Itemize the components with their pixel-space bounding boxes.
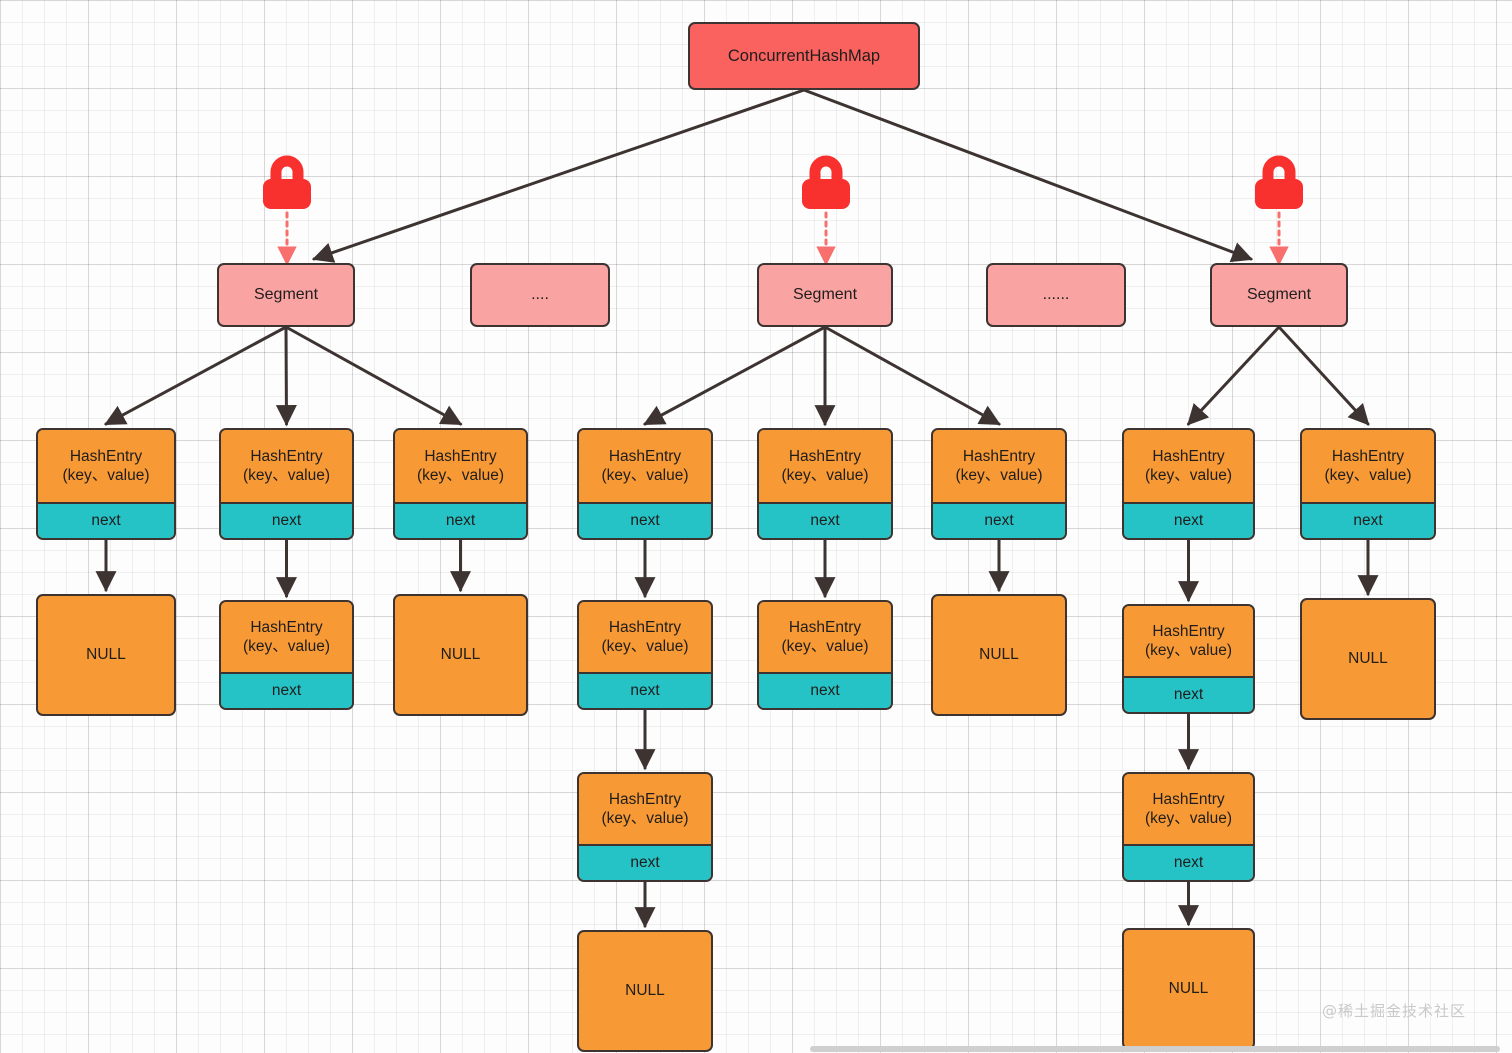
- hashentry-label: HashEntry (key、value): [759, 602, 891, 672]
- hashentry-next-label[interactable]: next: [579, 672, 711, 708]
- hashentry-node: HashEntry (key、value)next: [577, 428, 713, 540]
- watermark: @稀土掘金技术社区: [1322, 1002, 1467, 1020]
- hashentry-label: HashEntry (key、value): [1302, 430, 1434, 502]
- segment-node-1[interactable]: Segment: [217, 263, 355, 327]
- root-node-concurrenthashmap: ConcurrentHashMap: [688, 22, 920, 90]
- null-label: NULL: [1348, 650, 1388, 668]
- hashentry-node: HashEntry (key、value)next: [931, 428, 1067, 540]
- hashentry-node: HashEntry (key、value)next: [1122, 428, 1255, 540]
- null-label: NULL: [86, 646, 126, 664]
- hashentry-label: HashEntry (key、value): [579, 774, 711, 844]
- hashentry-node: HashEntry (key、value)next: [36, 428, 176, 540]
- null-node: NULL: [393, 594, 528, 716]
- segment-label: Segment: [253, 286, 319, 303]
- segment-label: Segment: [1246, 286, 1312, 303]
- hashentry-node: HashEntry (key、value)next: [1122, 604, 1255, 714]
- hashentry-next-label[interactable]: next: [1302, 502, 1434, 538]
- null-label: NULL: [1168, 980, 1209, 998]
- hashentry-next-label[interactable]: next: [221, 672, 352, 708]
- segment-placeholder-label: ......: [1042, 286, 1070, 303]
- hashentry-node: HashEntry (key、value)next: [219, 600, 354, 710]
- hashentry-node: HashEntry (key、value)next: [757, 428, 893, 540]
- hashentry-label: HashEntry (key、value): [579, 602, 711, 672]
- root-label: ConcurrentHashMap: [727, 46, 881, 65]
- hashentry-next-label[interactable]: next: [579, 502, 711, 538]
- segment-placeholder-4[interactable]: ......: [986, 263, 1126, 327]
- null-label: NULL: [979, 646, 1019, 664]
- segment-placeholder-label: ....: [531, 286, 549, 303]
- hashentry-label: HashEntry (key、value): [1124, 774, 1253, 844]
- hashentry-node: HashEntry (key、value)next: [577, 772, 713, 882]
- hashentry-next-label[interactable]: next: [759, 502, 891, 538]
- null-node: NULL: [36, 594, 176, 716]
- segment-label: Segment: [792, 286, 858, 303]
- hashentry-label: HashEntry (key、value): [395, 430, 526, 502]
- hashentry-label: HashEntry (key、value): [1124, 430, 1253, 502]
- null-node: NULL: [577, 930, 713, 1052]
- hashentry-node: HashEntry (key、value)next: [393, 428, 528, 540]
- hashentry-label: HashEntry (key、value): [1124, 606, 1253, 676]
- hashentry-next-label[interactable]: next: [1124, 844, 1253, 880]
- segment-node-5[interactable]: Segment: [1210, 263, 1348, 327]
- null-node: NULL: [1122, 928, 1255, 1050]
- hashentry-node: HashEntry (key、value)next: [757, 600, 893, 710]
- hashentry-label: HashEntry (key、value): [759, 430, 891, 502]
- null-label: NULL: [440, 646, 481, 664]
- segment-placeholder-2[interactable]: ....: [470, 263, 610, 327]
- lock-segment-2: [797, 155, 855, 211]
- hashentry-label: HashEntry (key、value): [579, 430, 711, 502]
- segment-node-3[interactable]: Segment: [757, 263, 893, 327]
- hashentry-next-label[interactable]: next: [1124, 502, 1253, 538]
- hashentry-next-label[interactable]: next: [38, 502, 174, 538]
- null-label: NULL: [625, 982, 665, 1000]
- hashentry-next-label[interactable]: next: [395, 502, 526, 538]
- null-node: NULL: [1300, 598, 1436, 720]
- hashentry-label: HashEntry (key、value): [933, 430, 1065, 502]
- hashentry-next-label[interactable]: next: [933, 502, 1065, 538]
- hashentry-node: HashEntry (key、value)next: [1300, 428, 1436, 540]
- null-node: NULL: [931, 594, 1067, 716]
- hashentry-label: HashEntry (key、value): [221, 430, 352, 502]
- hashentry-label: HashEntry (key、value): [38, 430, 174, 502]
- hashentry-node: HashEntry (key、value)next: [577, 600, 713, 710]
- hashentry-node: HashEntry (key、value)next: [1122, 772, 1255, 882]
- horizontal-scrollbar[interactable]: [810, 1046, 1500, 1052]
- hashentry-next-label[interactable]: next: [579, 844, 711, 880]
- hashentry-next-label[interactable]: next: [1124, 676, 1253, 712]
- hashentry-node: HashEntry (key、value)next: [219, 428, 354, 540]
- hashentry-next-label[interactable]: next: [759, 672, 891, 708]
- hashentry-next-label[interactable]: next: [221, 502, 352, 538]
- lock-segment-3: [1250, 155, 1308, 211]
- hashentry-label: HashEntry (key、value): [221, 602, 352, 672]
- lock-segment-1: [258, 155, 316, 211]
